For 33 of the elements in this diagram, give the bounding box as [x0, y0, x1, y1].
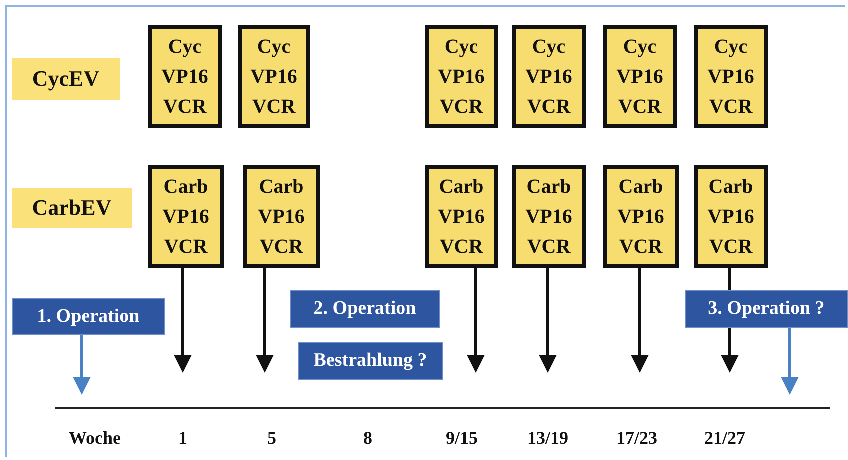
drug-block: Cyc VP16 VCR: [603, 25, 677, 128]
drug-block: Carb VP16 VCR: [603, 165, 679, 268]
drug-block: Cyc VP16 VCR: [238, 25, 310, 128]
arrow: [256, 268, 274, 373]
drug-block: Carb VP16 VCR: [425, 165, 498, 268]
drug-block: Cyc VP16 VCR: [148, 25, 222, 128]
tick-label: 8: [364, 428, 372, 449]
arrow: [73, 335, 91, 395]
drug-block: Carb VP16 VCR: [243, 165, 320, 268]
drug-block: Carb VP16 VCR: [512, 165, 586, 268]
tick-label: 1: [178, 428, 188, 449]
event-box: 2. Operation: [290, 290, 440, 328]
drug-block: Cyc VP16 VCR: [425, 25, 498, 128]
arrow: [781, 328, 799, 395]
arrow: [467, 268, 485, 373]
event-box: 1. Operation: [12, 298, 165, 335]
tick-label: 5: [268, 428, 276, 449]
drug-block: Cyc VP16 VCR: [512, 25, 586, 128]
tick-label: 21/27: [704, 428, 746, 449]
event-box: Bestrahlung ?: [298, 342, 443, 380]
drug-block: Carb VP16 VCR: [148, 165, 224, 268]
drug-block: Cyc VP16 VCR: [694, 25, 768, 128]
event-box: 3. Operation ?: [685, 290, 848, 328]
regimen-label: CarbEV: [12, 188, 132, 228]
arrow: [539, 268, 557, 373]
tick-label: 13/19: [528, 428, 568, 449]
regimen-label: CycEV: [12, 58, 120, 100]
axis-label: Woche: [69, 428, 121, 449]
tick-label: 9/15: [446, 428, 478, 449]
drug-block: Carb VP16 VCR: [694, 165, 768, 268]
arrow: [174, 268, 192, 373]
tick-label: 17/23: [616, 428, 658, 449]
arrow: [631, 268, 649, 373]
